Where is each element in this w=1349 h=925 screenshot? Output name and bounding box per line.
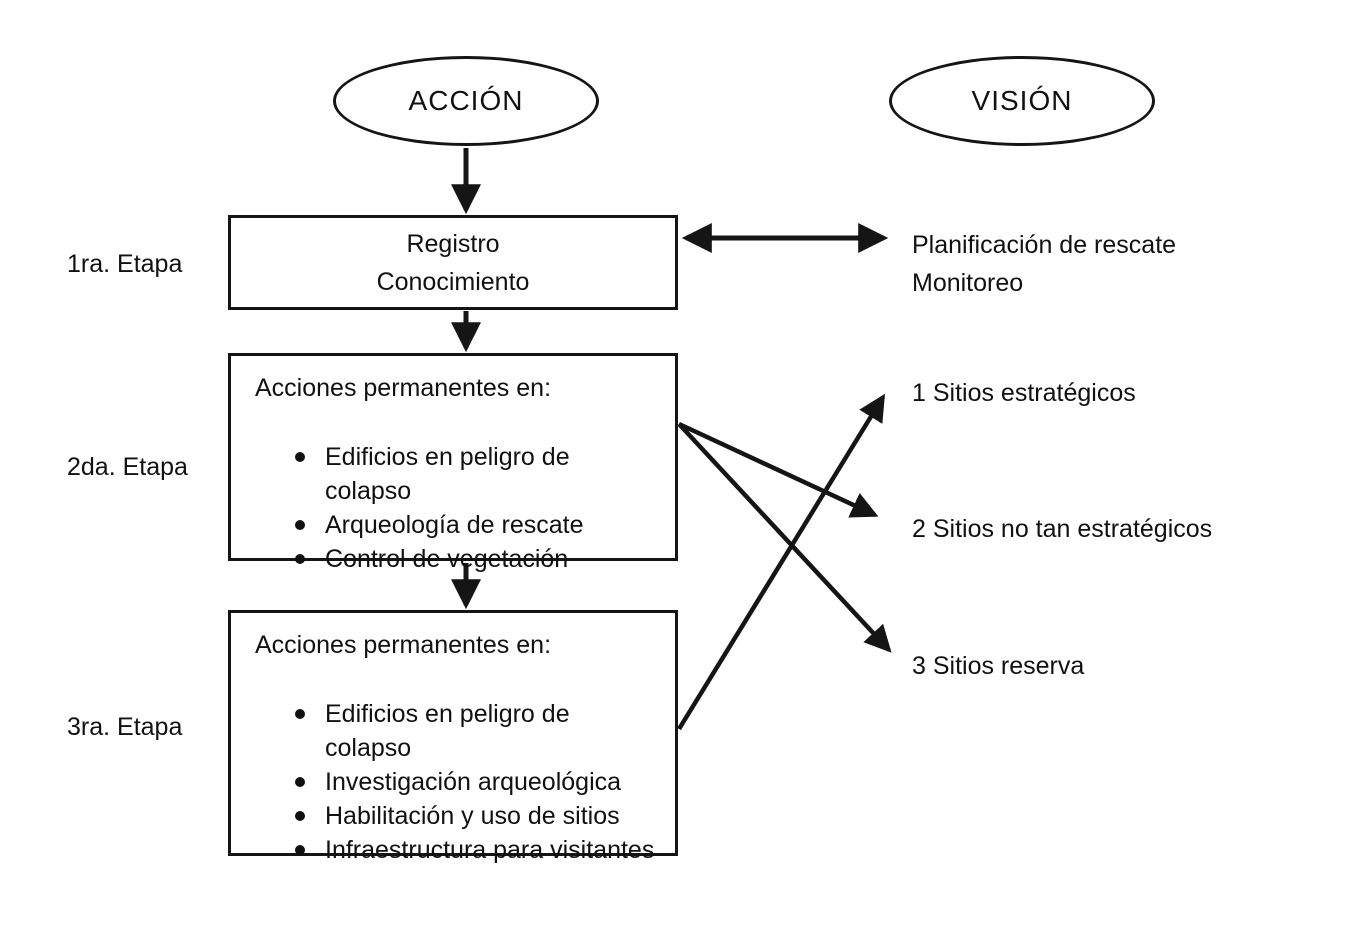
etapa2-bullet-list: Edificios en peligro de colapso Arqueolo…	[255, 440, 659, 576]
bullet-icon	[295, 811, 305, 821]
arrow-etapa2-to-sitios-3	[677, 422, 892, 653]
list-item: Investigación arqueológica	[295, 765, 659, 799]
accion-label: ACCIÓN	[408, 85, 524, 116]
stage-label-1: 1ra. Etapa	[67, 250, 183, 278]
vision-label: VISIÓN	[971, 85, 1073, 116]
stage-label-3: 3ra. Etapa	[67, 713, 183, 741]
bullet-icon	[295, 709, 305, 719]
bullet-text: Edificios en peligro de colapso	[325, 700, 570, 762]
bullet-icon	[295, 452, 305, 462]
bullet-text: Edificios en peligro de colapso	[325, 443, 570, 505]
vision-ellipse: VISIÓN	[889, 56, 1155, 146]
etapa3-bullet-list: Edificios en peligro de colapso Investig…	[255, 697, 659, 867]
list-item: Edificios en peligro de colapso	[295, 697, 659, 765]
etapa2-title: Acciones permanentes en:	[255, 374, 552, 402]
etapa2-box: Acciones permanentes en: Edificios en pe…	[228, 353, 678, 573]
etapa3-box: Acciones permanentes en: Edificios en pe…	[228, 610, 678, 864]
bullet-text: Habilitación y uso de sitios	[325, 802, 620, 830]
bullet-icon	[295, 554, 305, 564]
bullet-text: Infraestructura para visitantes	[325, 836, 655, 864]
arrow-etapa3-to-sitios-1	[677, 393, 885, 731]
list-item: Habilitación y uso de sitios	[295, 799, 659, 833]
bullet-icon	[295, 520, 305, 530]
bullet-text: Investigación arqueológica	[325, 768, 622, 796]
stage-label-2: 2da. Etapa	[67, 453, 188, 481]
registro-line2: Conocimiento	[376, 267, 530, 296]
arrow-etapa2-to-sitios-2	[678, 421, 879, 518]
sitios-no-tan-estrategicos-text: 2 Sitios no tan estratégicos	[912, 515, 1213, 543]
accion-ellipse: ACCIÓN	[333, 56, 599, 146]
sitios-reserva-text: 3 Sitios reserva	[912, 652, 1085, 680]
list-item: Infraestructura para visitantes	[295, 833, 659, 867]
bullet-text: Arqueología de rescate	[325, 511, 584, 539]
sitios-estrategicos-text: 1 Sitios estratégicos	[912, 379, 1136, 407]
planificacion-text: Planificación de rescate Monitoreo	[912, 226, 1176, 302]
planificacion-line1: Planificación de rescate	[912, 231, 1177, 259]
registro-box: Registro Conocimiento	[228, 215, 678, 310]
bullet-text: Control de vegetación	[325, 545, 569, 573]
list-item: Control de vegetación	[295, 542, 659, 576]
bullet-icon	[295, 777, 305, 787]
list-item: Edificios en peligro de colapso	[295, 440, 659, 508]
bullet-icon	[295, 845, 305, 855]
planificacion-line2: Monitoreo	[912, 269, 1024, 297]
list-item: Arqueología de rescate	[295, 508, 659, 542]
etapa3-title: Acciones permanentes en:	[255, 631, 552, 659]
registro-line1: Registro	[406, 229, 500, 258]
